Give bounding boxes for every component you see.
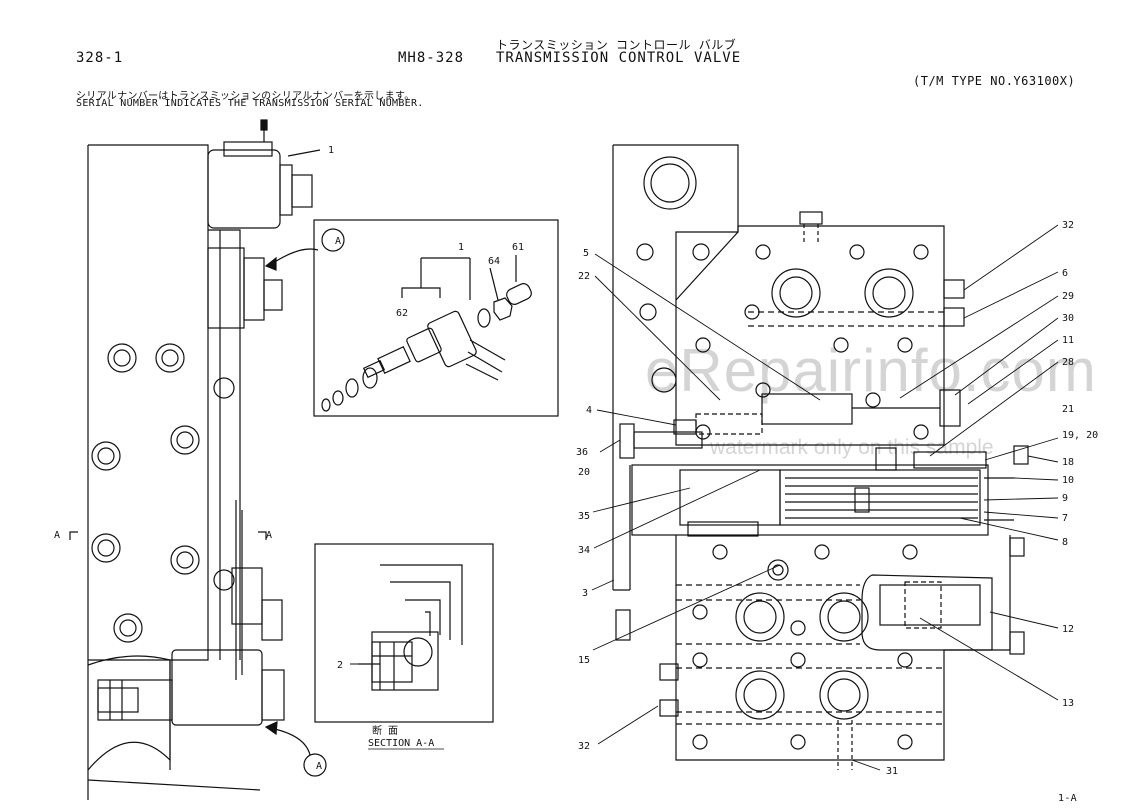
callout-13: 13 [1062, 698, 1074, 709]
callout-9: 9 [1062, 493, 1068, 504]
lower-body [675, 535, 1011, 761]
serial-note: SERIAL NUMBER INDICATES THE TRANSMISSION… [76, 98, 424, 109]
callout-32-bottom: 32 [578, 741, 590, 752]
type-note: (T/M TYPE NO.Y63100X) [913, 74, 1076, 88]
callout-labels: A A A A 1 1 64 61 62 2 断 面 SECTION A-A 5… [54, 145, 1098, 777]
solenoid-cartridge [362, 310, 506, 381]
lower-fittings [97, 567, 285, 726]
callout-30: 30 [1062, 313, 1074, 324]
title-japanese: トランスミッション コントロール バルブ [496, 38, 737, 52]
detail-a-label: A [335, 236, 341, 247]
callout-22: 22 [578, 271, 590, 282]
plug-32-top [943, 279, 965, 299]
section-a-a-box [314, 543, 494, 723]
callout-3: 3 [582, 588, 588, 599]
sheet-number: 1-A [1058, 793, 1077, 804]
watermark-site: eRepairinfo.com [645, 337, 1097, 404]
callout-left-1: 1 [328, 145, 334, 156]
callout-35: 35 [578, 511, 590, 522]
o-ring [477, 308, 491, 328]
seal-rings [321, 367, 378, 412]
lower-ports [735, 592, 869, 720]
right-front-view [612, 144, 1029, 770]
detail-a-box [313, 219, 559, 417]
detail-a-arrow [269, 248, 319, 266]
callout-a-62: 62 [396, 308, 408, 319]
page-code: 328-1 [76, 50, 124, 66]
callout-12: 12 [1062, 624, 1074, 635]
callout-20-left: 20 [578, 467, 590, 478]
spool-12-housing [861, 574, 993, 651]
solenoid-top [207, 119, 313, 229]
callout-32-top: 32 [1062, 220, 1074, 231]
callout-section-2: 2 [337, 660, 343, 671]
callout-19-20: 19, 20 [1062, 430, 1098, 441]
upper-spool [673, 389, 961, 435]
bottom-a-circle [303, 753, 327, 777]
callout-7: 7 [1062, 513, 1068, 524]
solenoid-middle [207, 247, 283, 329]
callout-34: 34 [578, 545, 590, 556]
model-code: MH8-328 [398, 50, 465, 66]
plug-6 [943, 307, 965, 327]
lower-bolts [692, 544, 918, 750]
callout-5: 5 [583, 248, 589, 259]
bolt-36 [619, 423, 635, 459]
callout-28: 28 [1062, 357, 1074, 368]
callout-18: 18 [1062, 457, 1074, 468]
spool-12 [879, 584, 981, 626]
filter [506, 283, 532, 305]
callout-a-64: 64 [488, 256, 500, 267]
callout-4: 4 [586, 405, 592, 416]
top-bolt [799, 211, 823, 225]
leader-lines [350, 224, 1059, 771]
watermark-note: watermark only on this sample [710, 436, 994, 459]
upper-ports [771, 268, 914, 318]
bottom-a-label: A [316, 761, 322, 772]
section-label: SECTION A-A [368, 738, 434, 749]
callout-a-1: 1 [458, 242, 464, 253]
callout-10: 10 [1062, 475, 1074, 486]
spool-springs [785, 477, 978, 519]
section-label-japanese: 断 面 [372, 724, 398, 737]
callout-11: 11 [1062, 335, 1074, 346]
callout-a-61: 61 [512, 242, 524, 253]
section-mark-left: A [54, 530, 60, 541]
callout-31: 31 [886, 766, 898, 777]
callout-8: 8 [1062, 537, 1068, 548]
hidden-passages [676, 584, 944, 725]
section-mark-right: A [266, 530, 272, 541]
callout-21: 21 [1062, 404, 1074, 415]
left-side-view [69, 119, 327, 800]
plug-19 [1013, 445, 1029, 465]
body-bolts [91, 343, 235, 643]
callout-15: 15 [578, 655, 590, 666]
section-marks [69, 531, 267, 540]
nut [493, 297, 513, 321]
callout-36: 36 [576, 447, 588, 458]
cover-bolts [695, 244, 929, 440]
serial-note-japanese: シリアルナンバーはトランスミッションのシリアルナンバーを示します。 [76, 91, 415, 102]
page-title: TRANSMISSION CONTROL VALVE [496, 50, 742, 66]
callout-29: 29 [1062, 291, 1074, 302]
callout-6: 6 [1062, 268, 1068, 279]
